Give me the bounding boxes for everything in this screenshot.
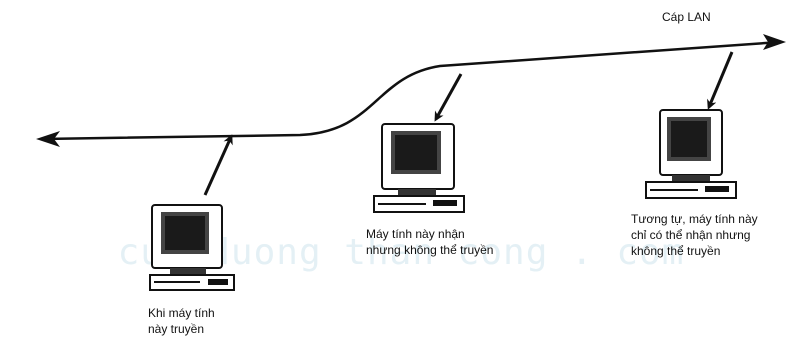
computer-1-caption-line: này truyền [148, 321, 215, 337]
computer-1-caption: Khi máy tính này truyền [148, 305, 215, 337]
transmit-arrow [205, 137, 231, 195]
computer-2-caption-line: nhưng không thể truyền [366, 242, 493, 258]
receive-arrow-middle [436, 74, 461, 119]
computer-1-caption-line: Khi máy tính [148, 305, 215, 321]
receive-arrow-right [709, 52, 732, 107]
computer-2-icon [374, 124, 464, 212]
computer-1-icon [150, 205, 234, 290]
cable-label: Cáp LAN [662, 9, 711, 25]
computer-3-caption-line: không thể truyền [631, 243, 758, 259]
computer-3-icon [646, 110, 736, 198]
computer-3-caption-line: Tương tự, máy tính này [631, 211, 758, 227]
computer-2-caption: Máy tính này nhận nhưng không thể truyền [366, 226, 493, 258]
computer-2-caption-line: Máy tính này nhận [366, 226, 493, 242]
computer-3-caption-line: chỉ có thể nhận nhưng [631, 227, 758, 243]
computer-3-caption: Tương tự, máy tính này chỉ có thể nhận n… [631, 211, 758, 259]
